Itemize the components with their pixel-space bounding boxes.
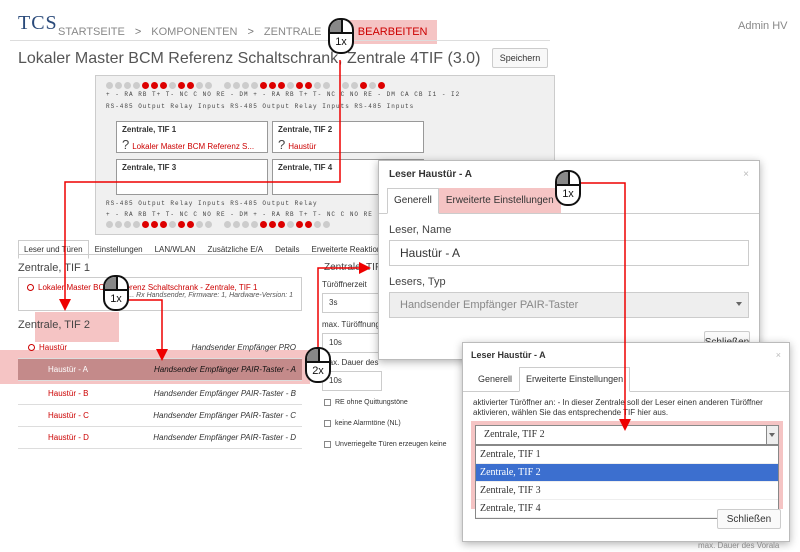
tab-generell[interactable]: Generell bbox=[387, 188, 439, 214]
zone1-reader-box[interactable]: Lokaler Master BCM Referenz Schaltschran… bbox=[18, 277, 302, 311]
breadcrumb-separator: > bbox=[247, 26, 254, 38]
reader-row-c[interactable]: Haustür - C Handsender Empfänger PAIR-Ta… bbox=[18, 405, 302, 427]
zone-box-tif3[interactable]: Zentrale, TIF 3 bbox=[116, 159, 268, 195]
dropdown-button[interactable] bbox=[766, 426, 778, 444]
zone-box-tif2[interactable]: Zentrale, TIF 2 ?Haustür bbox=[272, 121, 424, 153]
divider bbox=[18, 254, 398, 255]
question-icon: ? bbox=[122, 137, 130, 152]
arrow-3 bbox=[317, 262, 371, 347]
modal-title: Leser Haustür - A bbox=[389, 169, 472, 180]
arrow-4 bbox=[580, 182, 631, 431]
terminal-groups-bottom: RS-485 Output Relay Inputs RS-485 Output… bbox=[106, 200, 318, 207]
checkbox-unverriegelt[interactable]: Unverriegelte Türen erzeugen keine bbox=[324, 441, 447, 448]
checkbox[interactable] bbox=[324, 420, 331, 427]
type-select[interactable]: Handsender Empfänger PAIR-Taster bbox=[389, 292, 749, 318]
mouse-click-icon: 1x bbox=[328, 18, 354, 54]
tif-dropdown-list: Zentrale, TIF 1 Zentrale, TIF 2 Zentrale… bbox=[475, 445, 779, 519]
tab-zusaetzliche-ea[interactable]: Zusätzliche E/A bbox=[207, 245, 264, 254]
mouse-click-icon: 1x bbox=[555, 170, 581, 206]
user-menu[interactable]: Admin HV bbox=[738, 20, 788, 32]
chevron-down-icon bbox=[769, 433, 775, 437]
reader-modal-advanced: Leser Haustür - A × Generell Erweiterte E… bbox=[462, 342, 790, 542]
page-title: Lokaler Master BCM Referenz Schaltschran… bbox=[18, 50, 481, 67]
checkbox-re[interactable]: RE ohne Quittungstöne bbox=[324, 399, 408, 406]
arrow-1 bbox=[59, 60, 341, 311]
option-tif2[interactable]: Zentrale, TIF 2 bbox=[476, 464, 778, 482]
mouse-click-icon: 2x bbox=[305, 347, 331, 383]
tab-leser-und-tueren[interactable]: Leser und Türen bbox=[18, 240, 89, 259]
reader-row-b[interactable]: Haustür - B Handsender Empfänger PAIR-Ta… bbox=[18, 383, 302, 405]
terminal-groups-top: RS-485 Output Relay Inputs RS-485 Output… bbox=[106, 103, 415, 110]
breadcrumb-zentrale[interactable]: ZENTRALE bbox=[263, 26, 322, 38]
tab-bar: Leser und Türen Einstellungen LAN/WLAN Z… bbox=[18, 240, 396, 259]
modal-title: Leser Haustür - A bbox=[471, 350, 546, 360]
status-circle-icon bbox=[27, 284, 34, 292]
name-input[interactable]: Haustür - A bbox=[389, 240, 749, 266]
close-icon[interactable]: × bbox=[743, 169, 749, 180]
reader-row-d[interactable]: Haustür - D Handsender Empfänger PAIR-Ta… bbox=[18, 427, 302, 449]
breadcrumb-startseite[interactable]: STARTSEITE bbox=[58, 26, 125, 38]
tab-erweiterte-einstellungen[interactable]: Erweiterte Einstellungen bbox=[519, 367, 631, 392]
option-tif3[interactable]: Zentrale, TIF 3 bbox=[476, 482, 778, 500]
max-label: max. Türöffnung bbox=[322, 320, 380, 329]
highlight bbox=[35, 312, 119, 342]
zone-box-tif1[interactable]: Zentrale, TIF 1 ?Lokaler Master BCM Refe… bbox=[116, 121, 268, 153]
status-circle-icon bbox=[28, 344, 35, 352]
close-icon[interactable]: × bbox=[775, 350, 781, 360]
checkbox[interactable] bbox=[324, 441, 331, 448]
checkbox[interactable] bbox=[324, 399, 331, 406]
tab-erweiterte-einstellungen[interactable]: Erweiterte Einstellungen bbox=[438, 188, 561, 213]
dauer-label: max. Dauer des bbox=[322, 358, 379, 367]
reader-modal-general: Leser Haustür - A × Generell Erweiterte E… bbox=[378, 160, 760, 360]
background-text: max. Dauer des Vorala bbox=[698, 541, 780, 550]
terminal-labels-bottom: + - RA RB T+ T- NC C NO RE - DM + - RA R… bbox=[106, 211, 396, 218]
mouse-click-icon: 1x bbox=[103, 275, 129, 311]
device-diagram: + - RA RB T+ T- NC C NO RE - DM + - RA R… bbox=[95, 75, 555, 235]
type-label: Lesers, Typ bbox=[389, 276, 446, 288]
terminal-labels-top: + - RA RB T+ T- NC C NO RE - DM + - RA R… bbox=[106, 91, 461, 98]
checkbox-alarm[interactable]: keine Alarmtöne (NL) bbox=[324, 420, 401, 427]
breadcrumb-komponenten[interactable]: KOMPONENTEN bbox=[151, 26, 238, 38]
modal-tabs: Generell Erweiterte Einstellungen bbox=[463, 367, 789, 392]
divider bbox=[10, 40, 550, 41]
chevron-down-icon bbox=[736, 302, 742, 306]
arrow-2 bbox=[128, 299, 168, 361]
question-icon: ? bbox=[278, 137, 286, 152]
reader-row-a[interactable]: Haustür - A Handsender Empfänger PAIR-Ta… bbox=[18, 359, 302, 381]
terminal-row-bottom bbox=[106, 221, 330, 228]
tab-generell[interactable]: Generell bbox=[478, 374, 513, 384]
zone1-heading: Zentrale, TIF 1 bbox=[18, 262, 90, 274]
name-label: Leser, Name bbox=[389, 224, 452, 236]
logo: TCS bbox=[18, 12, 58, 34]
opener-label: Türöffnerzeit bbox=[322, 280, 367, 289]
tab-einstellungen[interactable]: Einstellungen bbox=[94, 245, 143, 254]
zone2-heading: Zentrale, TIF 2 bbox=[18, 319, 90, 331]
tab-erweiterte-reaktionen[interactable]: Erweiterte Reaktionen bbox=[311, 245, 391, 254]
option-tif4[interactable]: Zentrale, TIF 4 bbox=[476, 500, 778, 518]
modal-tabs: Generell Erweiterte Einstellungen bbox=[379, 188, 759, 214]
breadcrumb-separator: > bbox=[134, 26, 142, 38]
close-button[interactable]: Schließen bbox=[717, 509, 781, 529]
tab-lan-wlan[interactable]: LAN/WLAN bbox=[154, 245, 196, 254]
description-text: aktivierter Türöffner an: - In dieser Ze… bbox=[473, 398, 763, 418]
reader-info: 602-... Rx Handsender, Firmware: 1, Hard… bbox=[114, 292, 293, 299]
save-button[interactable]: Speichern bbox=[492, 48, 548, 68]
tab-details[interactable]: Details bbox=[275, 245, 300, 254]
terminal-row-top bbox=[106, 82, 385, 89]
option-tif1[interactable]: Zentrale, TIF 1 bbox=[476, 446, 778, 464]
